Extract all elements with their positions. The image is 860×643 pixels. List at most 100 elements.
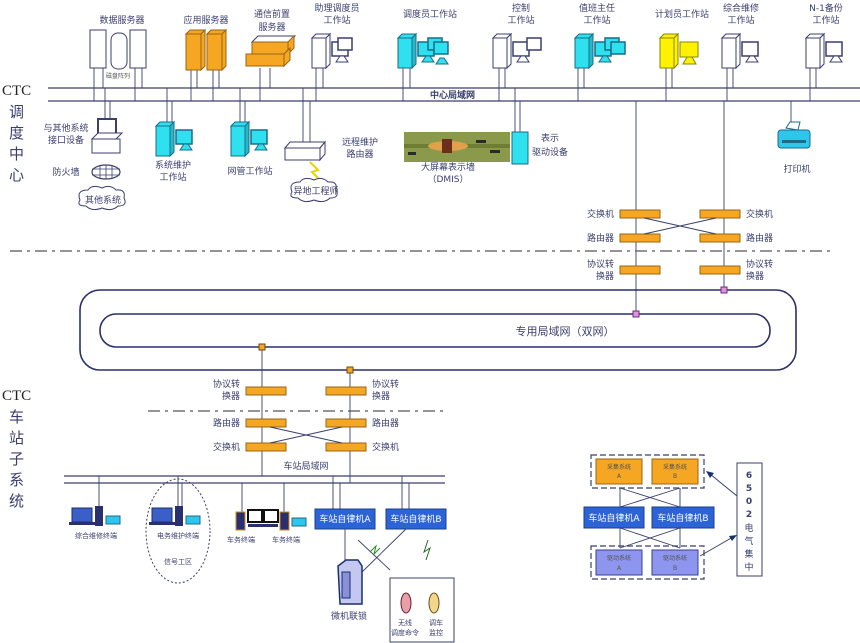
collect-label: 采集系统: [663, 463, 687, 471]
station-autonomous-machine-a[interactable]: 车站自律机A: [314, 508, 376, 530]
autonomous-machine-b-label: 车站自律机B: [390, 513, 441, 525]
workstation-icon: [492, 33, 530, 69]
wan-node[interactable]: [632, 310, 640, 318]
traffic-terminal-1[interactable]: 车务终端: [227, 509, 279, 544]
router-icon: [284, 147, 321, 161]
cloud-icon: [78, 185, 126, 211]
collect-system-a[interactable]: [595, 458, 643, 485]
router-a[interactable]: [619, 233, 661, 243]
maintenance-workstation[interactable]: 综合维修 工作站: [721, 2, 759, 69]
application-server[interactable]: 应用服务器: [183, 14, 229, 72]
switch-label: 交换机: [746, 208, 773, 220]
device-label: 应用服务器: [183, 14, 228, 26]
detail-autonomous-b[interactable]: [651, 506, 715, 529]
wan-node[interactable]: [720, 286, 728, 294]
drive-label: A: [617, 565, 622, 572]
switch-b[interactable]: [699, 209, 741, 219]
relay-char: 0: [746, 497, 752, 507]
station-links: [344, 528, 431, 573]
side-char: 统: [9, 492, 24, 510]
drive-label: 驱动系统: [607, 554, 631, 562]
terminal-label: 综合维修终端: [75, 531, 117, 540]
remote-maintenance-router[interactable]: 远程维护 路由器: [283, 136, 378, 181]
device-label: 工作站: [323, 14, 350, 26]
maintenance-terminal[interactable]: 综合维修终端: [69, 506, 121, 540]
device-label: 综合维修: [723, 2, 759, 14]
switch-a[interactable]: [245, 442, 287, 452]
lightning-icon: [309, 161, 321, 181]
n1-backup-workstation[interactable]: N-1备份 工作站: [805, 2, 843, 69]
switch-a[interactable]: [619, 209, 661, 219]
protocol-converter-b[interactable]: [325, 386, 367, 396]
device-label: 值班主任: [579, 2, 615, 14]
firewall-label: 防火墙: [52, 166, 79, 178]
station-autonomous-machine-b[interactable]: 车站自律机B: [385, 508, 447, 530]
protocol-converter-a[interactable]: [245, 386, 287, 396]
station-subsystem-side-label: CTC 车 站 子 系 统: [2, 388, 31, 510]
device-label: 工作站: [507, 14, 534, 26]
protocol-converter-a[interactable]: [619, 265, 661, 275]
drive-system-b[interactable]: [651, 549, 699, 576]
ctc-label: CTC: [2, 83, 31, 99]
lightning-icon: [423, 539, 431, 561]
radio-label: 监控: [429, 628, 443, 637]
radio-devices[interactable]: 无线 调度命令 调车 监控: [389, 577, 455, 643]
detail-autonomous-label: 车站自律机A: [588, 512, 640, 524]
interface-device-icon: [97, 118, 117, 135]
relay-6502-box[interactable]: [736, 462, 763, 577]
device-label: 与其他系统: [43, 122, 88, 134]
router-b[interactable]: [699, 233, 741, 243]
computer-interlock[interactable]: 微机联锁: [331, 559, 367, 622]
relay-char: 中: [744, 561, 753, 573]
device-label: 系统维护: [155, 159, 191, 171]
system-maintenance-workstation[interactable]: 系统维护 工作站: [155, 121, 193, 183]
wan-node[interactable]: [346, 366, 354, 374]
network-management-workstation[interactable]: 网管工作站: [227, 121, 273, 177]
traffic-terminal-2[interactable]: 车务终端: [272, 511, 307, 544]
shift-supervisor-workstation[interactable]: 值班主任 工作站: [574, 2, 626, 69]
relay-char: 6: [746, 471, 752, 481]
interface-device[interactable]: 与其他系统 接口设备: [43, 118, 124, 154]
dispatcher-workstation[interactable]: 调度员工作站: [397, 8, 457, 69]
drive-system-a[interactable]: [595, 549, 643, 576]
switch-b[interactable]: [325, 442, 367, 452]
collect-system-b[interactable]: [651, 458, 699, 485]
detail-autonomous-a[interactable]: [583, 506, 645, 529]
wan-ring-outer: [79, 289, 797, 371]
other-systems-label: 其他系统: [85, 194, 121, 206]
pc-icon: [151, 507, 173, 523]
radio-label: 调车: [429, 618, 443, 627]
terminal-label: 车务终端: [272, 535, 300, 544]
device-label: 驱动设备: [532, 146, 568, 158]
arrow-head-icon: [729, 535, 737, 541]
control-workstation[interactable]: 控制 工作站: [492, 2, 542, 69]
center-bottom-drops: [104, 88, 792, 312]
workstation-icon: [805, 33, 843, 69]
collect-label: 采集系统: [607, 463, 631, 471]
terminal-label: 车务终端: [227, 535, 255, 544]
protocol-converter-b[interactable]: [699, 265, 741, 275]
dmis-display-wall[interactable]: 大屏幕表示墙 （DMIS）: [404, 132, 510, 185]
radio-label: 调度命令: [391, 628, 419, 637]
remote-engineer[interactable]: 异地工程师: [290, 177, 339, 203]
firewall[interactable]: 防火墙: [52, 164, 121, 180]
display-driver-device[interactable]: 表示 驱动设备: [511, 131, 568, 165]
router-b[interactable]: [325, 418, 367, 428]
device-label: 工作站: [812, 14, 839, 26]
assistant-dispatcher-workstation[interactable]: 助理调度员 工作站: [311, 2, 360, 69]
signal-work-area[interactable]: 电务维护终端 信号工区: [145, 478, 211, 584]
wan-node[interactable]: [258, 343, 266, 351]
router-label: 路由器: [372, 417, 399, 429]
router-a[interactable]: [245, 418, 287, 428]
drive-label: 驱动系统: [663, 554, 687, 562]
station-lan: 车站局域网: [64, 460, 445, 512]
protocol-label: 协议转: [587, 258, 614, 270]
comm-frontend-server[interactable]: 通信前置 服务器: [245, 8, 297, 68]
side-char: 中: [9, 145, 24, 163]
radio-label: 无线: [398, 618, 412, 627]
other-systems[interactable]: 其他系统: [78, 185, 126, 211]
device-label: 服务器: [258, 21, 285, 33]
data-server[interactable]: 数据服务器 磁盘阵列: [89, 14, 147, 80]
printer[interactable]: 打印机: [777, 121, 811, 175]
planner-workstation[interactable]: 计划员工作站: [655, 8, 709, 70]
